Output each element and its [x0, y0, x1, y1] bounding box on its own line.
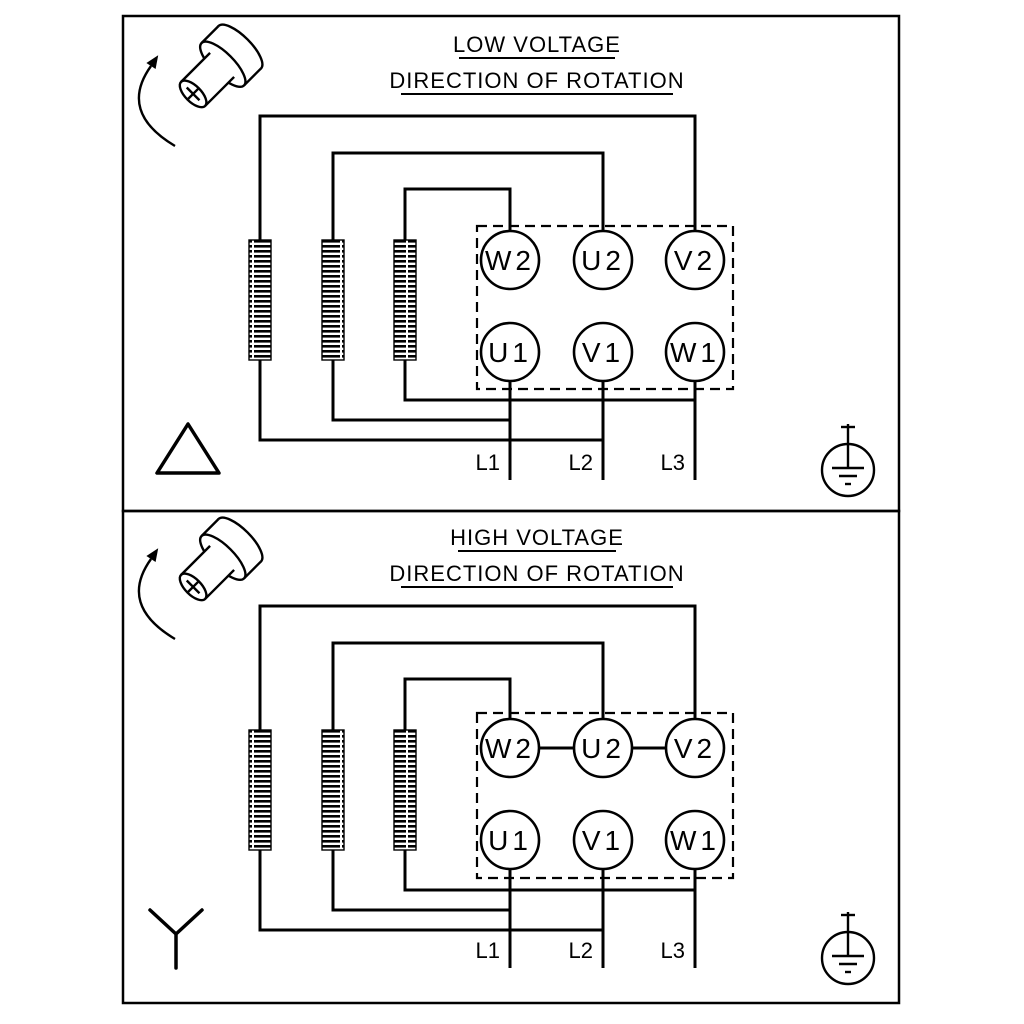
terminal-box — [475, 224, 735, 391]
terminal-circle — [572, 321, 634, 383]
earth-ground-icon — [820, 912, 876, 986]
wire-coil3-to-w2 — [403, 187, 512, 240]
wire-coil1-to-v2 — [258, 604, 697, 730]
terminal-circle — [479, 321, 541, 383]
terminal-label: V1 — [582, 825, 624, 856]
terminal-label: W2 — [485, 245, 535, 276]
wire-coil2-to-u1 — [331, 850, 510, 912]
star-symbol-icon — [148, 908, 204, 970]
panel-title: LOW VOLTAGE — [453, 32, 621, 57]
terminal-label: U2 — [581, 733, 625, 764]
panel-title: HIGH VOLTAGE — [450, 525, 624, 550]
wire-coil1-to-v2 — [258, 114, 697, 240]
delta-symbol-icon — [155, 422, 221, 475]
panel-high-voltage: HIGH VOLTAGE DIRECTION OF ROTATION — [121, 509, 901, 1005]
terminal-label: W1 — [670, 825, 720, 856]
terminal-u2: U2 — [572, 717, 634, 779]
terminal-w2: W2 — [479, 717, 541, 779]
wire-coil1-to-v1 — [258, 850, 603, 932]
terminal-u1: U1 — [479, 809, 541, 871]
rotation-shaft-icon — [137, 516, 264, 641]
terminal-label: W2 — [485, 733, 535, 764]
terminal-circle — [664, 229, 726, 291]
wire-coil2-to-u2 — [331, 151, 605, 240]
rotation-shaft-icon — [137, 23, 264, 148]
terminal-circle — [572, 809, 634, 871]
winding-coils — [248, 239, 417, 361]
terminal-v1: V1 — [572, 809, 634, 871]
terminal-v1: V1 — [572, 321, 634, 383]
wire-coil3-to-w2 — [403, 677, 512, 730]
coil-v — [248, 239, 272, 361]
terminal-w2: W2 — [479, 229, 541, 291]
wire-coil1-to-v1 — [258, 360, 603, 442]
terminal-v2: V2 — [664, 229, 726, 291]
panel-subtitle: DIRECTION OF ROTATION — [389, 561, 684, 586]
wire-coil2-to-u1 — [331, 360, 510, 422]
earth-ground-icon — [820, 424, 876, 498]
terminal-w1: W1 — [664, 809, 726, 871]
coil-u — [321, 239, 345, 361]
terminal-label: V2 — [674, 733, 716, 764]
wire-coil3-to-w1 — [403, 360, 695, 402]
panel-subtitle: DIRECTION OF ROTATION — [389, 68, 684, 93]
rotation-arrow — [137, 65, 176, 148]
winding-wires — [258, 604, 697, 968]
terminal-label: U1 — [488, 337, 532, 368]
terminal-circle — [479, 229, 541, 291]
panel-border — [121, 509, 901, 1005]
coil-w — [393, 729, 417, 851]
line-label-l3: L3 — [661, 450, 685, 475]
terminal-circle — [479, 717, 541, 779]
rotation-arrowhead — [146, 548, 159, 562]
terminal-label: V1 — [582, 337, 624, 368]
line-label-l3: L3 — [661, 938, 685, 963]
line-label-l1: L1 — [476, 938, 500, 963]
terminal-circle — [664, 717, 726, 779]
terminal-circle — [664, 321, 726, 383]
winding-coils — [248, 729, 417, 851]
terminal-circle — [572, 229, 634, 291]
coil-w — [393, 239, 417, 361]
coil-v — [248, 729, 272, 851]
terminal-v2: V2 — [664, 717, 726, 779]
terminal-box — [475, 711, 735, 880]
coil-u — [321, 729, 345, 851]
terminal-label: W1 — [670, 337, 720, 368]
wire-coil2-to-u2 — [331, 641, 605, 730]
winding-wires — [258, 114, 697, 480]
rotation-arrowhead — [146, 55, 159, 69]
terminal-u2: U2 — [572, 229, 634, 291]
terminal-w1: W1 — [664, 321, 726, 383]
terminal-u1: U1 — [479, 321, 541, 383]
panel-low-voltage: LOW VOLTAGE DIRECTION OF ROTATION — [121, 14, 901, 513]
terminal-circle — [664, 809, 726, 871]
terminal-label: V2 — [674, 245, 716, 276]
line-label-l1: L1 — [476, 450, 500, 475]
terminal-label: U1 — [488, 825, 532, 856]
wire-coil3-to-w1 — [403, 850, 695, 892]
terminal-label: U2 — [581, 245, 625, 276]
terminal-circle — [572, 717, 634, 779]
rotation-arrow — [137, 558, 176, 641]
line-label-l2: L2 — [569, 938, 593, 963]
terminal-circle — [479, 809, 541, 871]
line-label-l2: L2 — [569, 450, 593, 475]
